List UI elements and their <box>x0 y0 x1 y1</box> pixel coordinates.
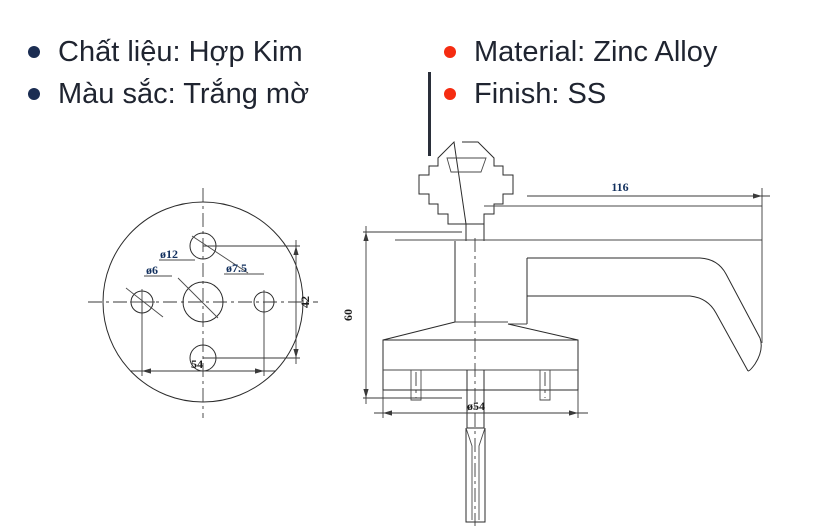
arrow-60-bottom <box>363 389 369 398</box>
arrow-42-bottom <box>293 349 299 358</box>
spec-column-vietnamese: Chất liệu: Hợp Kim Màu sắc: Trắng mờ <box>0 34 419 113</box>
spec-text: Finish: SS <box>474 78 607 111</box>
bullet-icon <box>444 88 456 101</box>
spindle-blade-inner-right <box>478 427 486 520</box>
dim-label-42: 42 <box>298 296 312 308</box>
dim-label-60: 60 <box>341 309 355 321</box>
bullet-icon <box>444 46 456 59</box>
spec-item-material-en: Material: Zinc Alloy <box>444 34 835 70</box>
spec-text: Chất liệu: Hợp Kim <box>58 36 303 68</box>
leader-6 <box>125 287 164 318</box>
spindle-upper <box>466 370 485 429</box>
handle-side-elevation: 116 60 ø54 <box>341 140 770 526</box>
spec-text: Màu sắc: Trắng mờ <box>58 78 310 111</box>
arrow-54-left <box>142 368 151 374</box>
column-divider <box>428 72 431 156</box>
rosette-face-view: ø6 ø12 ø7.5 54 42 <box>88 188 318 418</box>
fixing-screw-right <box>539 370 551 401</box>
arrow-54d-left <box>383 410 392 416</box>
key-bow-window <box>446 157 487 173</box>
specification-list: Chất liệu: Hợp Kim Màu sắc: Trắng mờ Mat… <box>0 34 835 156</box>
lever-arm-bottom-profile <box>527 295 749 372</box>
arrow-116-right <box>753 193 762 199</box>
leader-75 <box>191 235 249 274</box>
bullet-icon <box>28 46 40 59</box>
arrow-54d-right <box>569 410 578 416</box>
hole-label-12: ø12 <box>160 247 178 261</box>
dim-label-54: 54 <box>191 357 203 371</box>
hole-center-12 <box>182 281 224 323</box>
dim-label-116: 116 <box>611 180 628 194</box>
lever-arm-top-profile <box>527 257 761 339</box>
spec-item-finish-en: Finish: SS <box>444 76 835 112</box>
spec-column-english: Material: Zinc Alloy Finish: SS <box>419 34 835 113</box>
technical-drawing: ø6 ø12 ø7.5 54 42 <box>0 128 835 526</box>
arrow-60-top <box>363 232 369 241</box>
arrow-54-right <box>255 368 264 374</box>
arrow-42-top <box>293 246 299 255</box>
rosette-taper-left <box>382 321 456 341</box>
key-bow-outline <box>418 140 514 225</box>
spec-item-material-vi: Chất liệu: Hợp Kim <box>28 34 419 70</box>
spindle-blade <box>465 428 486 523</box>
bullet-icon <box>28 88 40 101</box>
dim-label-54-diameter: ø54 <box>467 399 485 413</box>
spec-text: Material: Zinc Alloy <box>474 36 718 68</box>
rosette-cylinder <box>382 339 579 391</box>
lever-arm-tip <box>747 337 762 372</box>
spec-item-color-vi: Màu sắc: Trắng mờ <box>28 76 419 112</box>
rosette-taper-right <box>507 323 579 341</box>
leader-12 <box>177 277 219 319</box>
spindle-blade-inner-left <box>465 427 473 520</box>
hole-label-6: ø6 <box>146 263 158 277</box>
fixing-screw-left <box>410 370 422 401</box>
hole-label-75: ø7.5 <box>226 261 247 275</box>
